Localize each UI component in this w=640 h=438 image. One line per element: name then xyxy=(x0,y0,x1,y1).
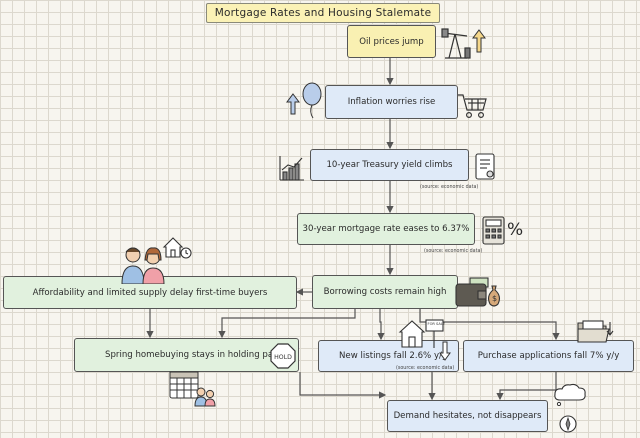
family-icon xyxy=(121,247,165,284)
node-borrowing-costs: Borrowing costs remain high xyxy=(312,275,458,309)
folder-icon xyxy=(577,320,614,343)
node-oil-prices: Oil prices jump xyxy=(347,25,436,58)
house-clock-icon xyxy=(162,237,192,259)
wallet-money-icon: $ xyxy=(455,277,501,307)
diagram-title: Mortgage Rates and Housing Stalemate xyxy=(206,3,440,23)
oil-pump-icon xyxy=(441,28,471,59)
bar-chart-icon xyxy=(279,156,304,181)
house-for-sale-icon: FOR SALE xyxy=(398,319,446,348)
hold-sign-icon: HOLD xyxy=(270,343,296,369)
arrow-borrowing-purchase xyxy=(419,309,560,341)
shopping-cart-icon xyxy=(458,94,487,119)
source-mortgage: (source: economic data) xyxy=(424,249,483,254)
svg-text:$: $ xyxy=(492,294,497,303)
up-arrow-icon xyxy=(472,29,486,53)
hold-text: HOLD xyxy=(274,354,292,361)
source-treasury: (source: economic data) xyxy=(420,185,479,190)
compass-icon xyxy=(559,415,577,433)
percent-icon: % xyxy=(507,220,524,240)
node-mortgage-rate: 30-year mortgage rate eases to 6.37% xyxy=(297,213,475,245)
up-arrow-icon xyxy=(286,93,300,115)
source-listings: (source: economic data) xyxy=(396,366,455,371)
node-purchase-applications: Purchase applications fall 7% y/y xyxy=(463,340,634,372)
document-icon xyxy=(475,153,495,180)
arrow-spring-demand xyxy=(299,372,387,399)
node-demand: Demand hesitates, not disappears xyxy=(387,400,548,432)
node-new-listings: New listings fall 2.6% y/y xyxy=(318,340,459,372)
arrow-borrowing-listings xyxy=(377,309,385,341)
calendar-icon xyxy=(169,371,216,407)
thought-cloud-icon xyxy=(554,383,586,406)
for-sale-text: FOR SALE xyxy=(428,322,446,326)
balloon-icon xyxy=(302,82,322,119)
node-inflation: Inflation worries rise xyxy=(325,85,458,119)
arrow-borrowing-spring xyxy=(218,309,356,339)
arrow-purchase-demand xyxy=(496,372,557,401)
node-treasury: 10-year Treasury yield climbs xyxy=(310,149,469,181)
calculator-icon xyxy=(482,216,505,245)
down-arrow-icon xyxy=(439,341,451,361)
node-spring-homebuying: Spring homebuying stays in holding patte… xyxy=(74,338,299,372)
